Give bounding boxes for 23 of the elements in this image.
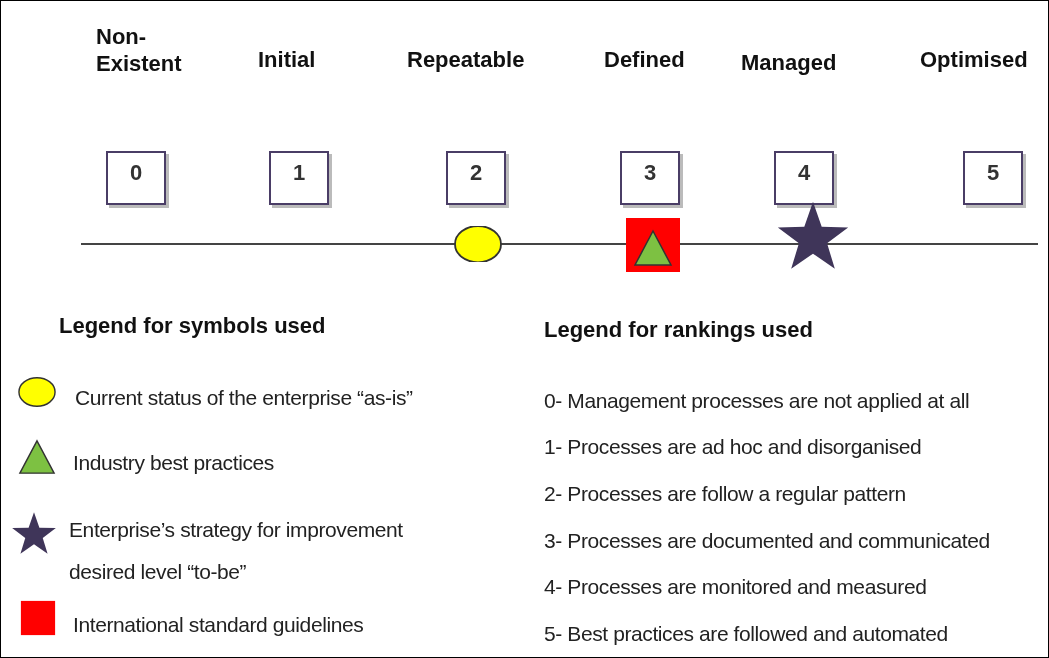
legend-text: Enterprise’s strategy for improvement desired level “to-be” — [69, 517, 404, 585]
level-number-box: 1 — [269, 151, 329, 205]
legend-heading: Legend for rankings used — [544, 317, 813, 343]
level-name: Managed — [741, 49, 838, 76]
ranking-text: 5- Best practices are followed and automated — [544, 622, 948, 646]
ranking-text: 2- Processes are follow a regular pattern — [544, 482, 906, 506]
level-name: Optimised — [920, 46, 1029, 73]
level-name: Repeatable — [407, 46, 526, 73]
legend-text: International standard guidelines — [73, 612, 365, 638]
level-number-box: 3 — [620, 151, 680, 205]
level-name: Non-Existent — [96, 23, 183, 77]
level-name: Initial — [258, 46, 317, 73]
level-name: Defined — [604, 46, 686, 73]
level-number-box: 5 — [963, 151, 1023, 205]
legend-text: Current status of the enterprise “as-is” — [75, 385, 414, 411]
ranking-text: 0- Management processes are not applied at all — [544, 389, 970, 413]
ranking-text: 1- Processes are ad hoc and disorganised — [544, 435, 922, 459]
level-number-box: 2 — [446, 151, 506, 205]
ranking-text: 4- Processes are monitored and measured — [544, 575, 927, 599]
legend-text: Industry best practices — [73, 450, 275, 476]
legend-heading: Legend for symbols used — [59, 313, 326, 339]
level-number-box: 0 — [106, 151, 166, 205]
ranking-text: 3- Processes are documented and communicated — [544, 529, 990, 553]
